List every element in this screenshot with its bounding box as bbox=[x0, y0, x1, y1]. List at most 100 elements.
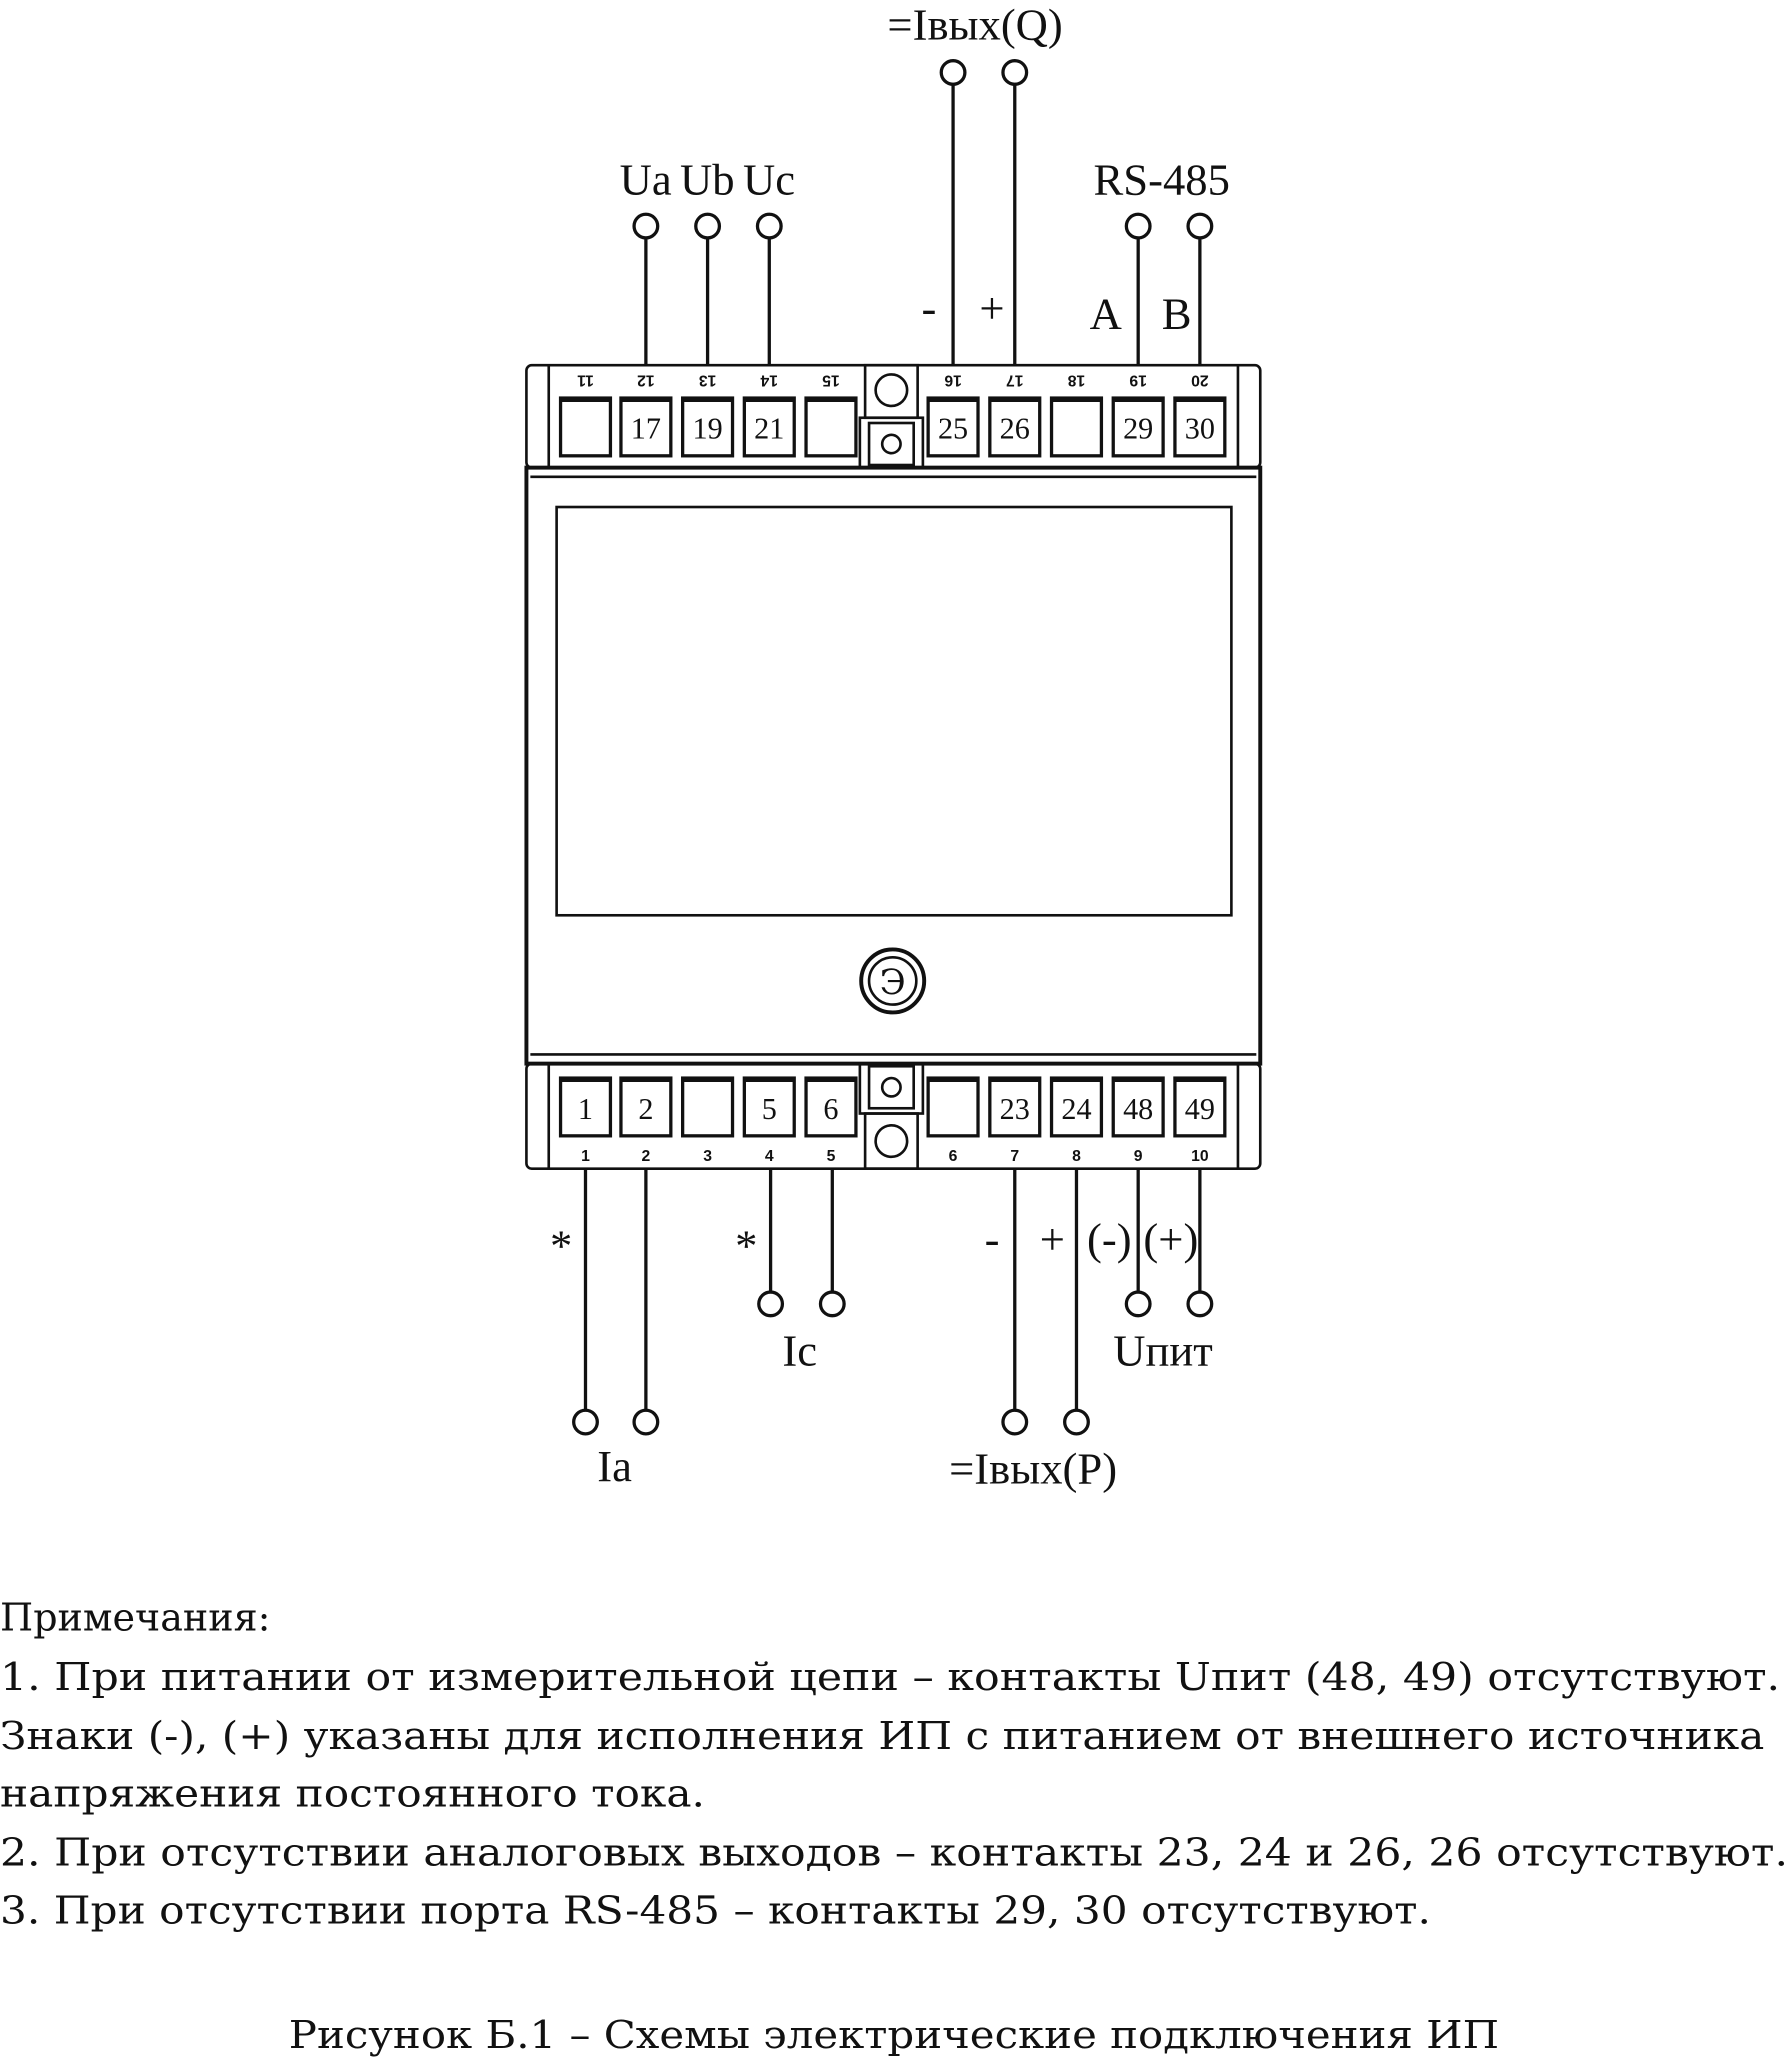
bottom-terminal-3: 3 bbox=[681, 1076, 735, 1165]
label-plus-p: + bbox=[1040, 1214, 1065, 1264]
top-mount-hole bbox=[874, 373, 909, 408]
note-line: 2. При отсутствии аналоговых выходов – к… bbox=[0, 1831, 1788, 1875]
connection-terminal-circle bbox=[1063, 1408, 1090, 1436]
connection-terminal-circle bbox=[1124, 1290, 1152, 1318]
connection-terminal-circle bbox=[1001, 1408, 1029, 1436]
terminal-box bbox=[742, 1076, 796, 1138]
contact-number: 2 bbox=[638, 1092, 653, 1126]
label-star-c: * bbox=[735, 1221, 757, 1271]
pin-number: 8 bbox=[1072, 1148, 1081, 1165]
pin-number: 12 bbox=[637, 372, 655, 389]
label-ia: Ia bbox=[597, 1441, 632, 1491]
terminal-box bbox=[988, 396, 1042, 458]
contact-number: 49 bbox=[1185, 1092, 1215, 1126]
connection-terminal-circle bbox=[572, 1408, 599, 1436]
pin-number: 19 bbox=[1129, 372, 1147, 389]
contact-number: 5 bbox=[762, 1092, 777, 1126]
terminal-box bbox=[742, 396, 796, 458]
terminal-box bbox=[926, 396, 980, 458]
connection-terminal-circle bbox=[755, 212, 783, 240]
connection-terminal-circle bbox=[632, 1408, 660, 1436]
connection-terminal-circle bbox=[1124, 212, 1152, 240]
terminal-box bbox=[619, 1076, 673, 1138]
figure-caption: Рисунок Б.1 – Схемы электрические подклю… bbox=[289, 2013, 1499, 2057]
top-terminal-18: 18 bbox=[1049, 372, 1104, 458]
pin-number: 7 bbox=[1010, 1148, 1019, 1165]
pin-number: 5 bbox=[827, 1148, 836, 1165]
note-line: Знаки (-), (+) указаны для исполнения ИП… bbox=[0, 1714, 1764, 1758]
terminal-box bbox=[804, 396, 858, 458]
terminal-box bbox=[1049, 396, 1104, 458]
bottom-terminal-9: 48 9 bbox=[1111, 1076, 1165, 1165]
bottom-mount-hole bbox=[874, 1124, 909, 1159]
bottom-terminal-8: 24 8 bbox=[1049, 1076, 1104, 1165]
screw-icon bbox=[880, 433, 902, 455]
contact-number: 26 bbox=[1000, 412, 1030, 446]
bottom-terminal-1: 11 bbox=[558, 1076, 613, 1165]
contact-number: 19 bbox=[692, 412, 722, 446]
terminal-box bbox=[558, 396, 613, 458]
connection-terminal-circle bbox=[1001, 59, 1029, 86]
label-minus-q: - bbox=[922, 283, 937, 333]
pin-number: 20 bbox=[1191, 372, 1209, 389]
bottom-terminal-5: 65 bbox=[804, 1076, 858, 1165]
pin-number: 17 bbox=[1006, 372, 1024, 389]
pin-number: 3 bbox=[703, 1148, 712, 1165]
manufacturer-logo-icon bbox=[859, 947, 927, 1015]
pin-number: 1 bbox=[581, 1148, 590, 1165]
connection-terminal-circle bbox=[1186, 212, 1214, 240]
svg-text:Э: Э bbox=[880, 963, 906, 1003]
bottom-mount-block bbox=[863, 1112, 919, 1170]
pin-number: 18 bbox=[1067, 372, 1085, 389]
top-terminal-20: 30 20 bbox=[1173, 372, 1227, 458]
label-plus-pit: (+) bbox=[1143, 1214, 1198, 1264]
contact-number: 48 bbox=[1123, 1092, 1153, 1126]
connection-terminal-circle bbox=[818, 1290, 846, 1318]
contact-number: 17 bbox=[631, 412, 661, 446]
pin-number: 15 bbox=[822, 372, 840, 389]
contact-number: 24 bbox=[1061, 1092, 1091, 1126]
label-minus-p: - bbox=[985, 1214, 1000, 1264]
contact-number: 30 bbox=[1185, 412, 1215, 446]
contact-number: 21 bbox=[754, 412, 784, 446]
label-b: B bbox=[1162, 288, 1192, 338]
device-body: Э bbox=[524, 363, 1263, 1170]
connection-terminal-circle bbox=[757, 1290, 785, 1318]
label-ic: Ic bbox=[782, 1326, 817, 1376]
top-terminal-17: 26 17 bbox=[988, 372, 1042, 458]
pin-number: 14 bbox=[760, 372, 778, 389]
terminal-box bbox=[681, 396, 735, 458]
terminal-box bbox=[1173, 1076, 1227, 1138]
label-star-a: * bbox=[550, 1221, 572, 1271]
top-terminal-15: 15 bbox=[804, 372, 858, 458]
contact-number: 6 bbox=[823, 1092, 838, 1126]
bottom-terminal-7: 237 bbox=[988, 1076, 1042, 1165]
connection-terminal-circle bbox=[632, 212, 660, 240]
bottom-terminal-4: 54 bbox=[742, 1076, 796, 1165]
terminal-box bbox=[1049, 1076, 1104, 1138]
display-window bbox=[555, 505, 1233, 917]
pin-number: 9 bbox=[1134, 1148, 1143, 1165]
terminal-box bbox=[804, 1076, 858, 1138]
label-rs485: RS-485 bbox=[1094, 155, 1230, 205]
connection-terminal-circle bbox=[694, 212, 722, 240]
terminal-box bbox=[681, 1076, 735, 1138]
label-minus-pit: (-) bbox=[1087, 1214, 1132, 1264]
pin-number: 2 bbox=[642, 1148, 651, 1165]
terminal-box bbox=[926, 1076, 980, 1138]
label-plus-q: + bbox=[979, 283, 1004, 333]
label-ub: Ub bbox=[680, 155, 735, 205]
label-ivyx-q: =Iвых(Q) bbox=[887, 0, 1062, 50]
top-terminal-11: 11 bbox=[558, 372, 613, 458]
terminal-box bbox=[558, 1076, 613, 1138]
label-upit: Uпит bbox=[1113, 1326, 1213, 1376]
connection-terminal-circle bbox=[939, 59, 967, 86]
notes-heading: Примечания: bbox=[0, 1596, 271, 1640]
label-ua: Ua bbox=[620, 155, 672, 205]
pin-number: 6 bbox=[949, 1148, 958, 1165]
